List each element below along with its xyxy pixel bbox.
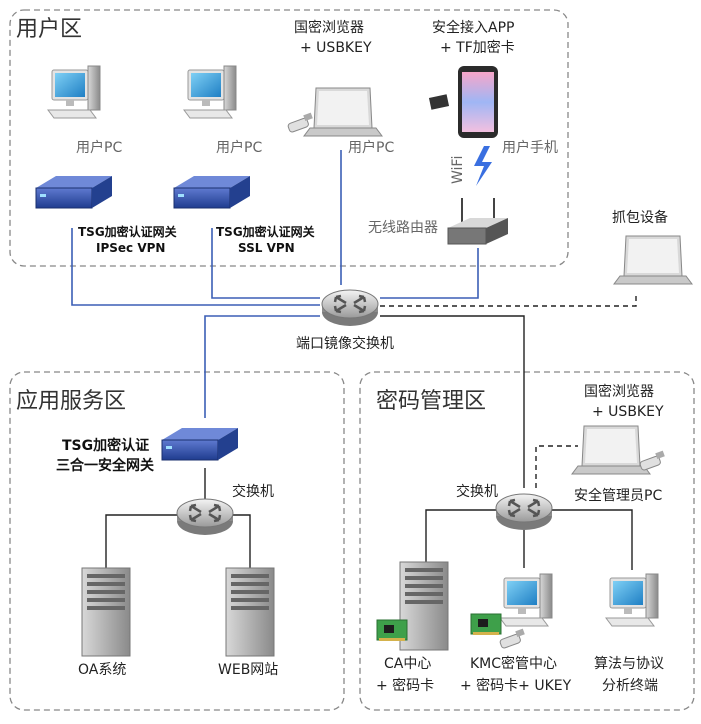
laptop-user-note2: + USBKEY (300, 40, 372, 56)
mirror-switch-label: 端口镜像交换机 (296, 335, 394, 352)
tf-card-icon (428, 94, 450, 110)
kmc-label2: + 密码卡+ UKEY (460, 677, 572, 694)
pc2-label: 用户PC (216, 139, 262, 156)
algo-label2: 分析终端 (602, 678, 658, 694)
algo-label1: 算法与协议 (594, 656, 664, 672)
three-in-one-gateway-icon[interactable] (161, 427, 239, 461)
black-links (105, 315, 633, 570)
gw-ipsec-label2: IPSec VPN (96, 241, 165, 255)
wifi-lightning-icon (474, 146, 492, 186)
sniffer-laptop-icon[interactable] (613, 235, 693, 285)
app-switch-label: 交换机 (232, 483, 274, 500)
ca-label2: + 密码卡 (376, 677, 434, 694)
oa-server-icon[interactable] (81, 567, 131, 657)
web-server-icon[interactable] (225, 567, 275, 657)
gw-ipsec-label1: TSG加密认证网关 (78, 224, 177, 239)
kmc-pc-icon[interactable] (499, 573, 553, 627)
crypto-zone-box (359, 371, 695, 711)
crypto-zone-title: 密码管理区 (376, 389, 486, 414)
web-label: WEB网站 (218, 662, 278, 678)
ca-label1: CA中心 (384, 656, 431, 672)
blue-links (71, 150, 479, 418)
phone-label: 用户手机 (502, 139, 558, 156)
phone-icon[interactable] (458, 66, 498, 138)
gw-ssl-label2: SSL VPN (238, 241, 295, 255)
kmc-label1: KMC密管中心 (470, 655, 557, 672)
admin-usb-key-icon (638, 450, 666, 472)
desktop-pc-icon[interactable] (47, 65, 101, 119)
algo-pc-icon[interactable] (605, 573, 659, 627)
dashed-links (380, 292, 637, 488)
gw-3in1-label2: 三合一安全网关 (56, 457, 154, 474)
mirror-switch-icon[interactable] (320, 288, 380, 328)
gw-3in1-label1: TSG加密认证 (62, 437, 149, 454)
crypto-switch-icon[interactable] (494, 492, 554, 532)
admin-pc-label: 安全管理员PC (574, 487, 662, 504)
ca-crypto-card-icon (376, 619, 408, 642)
admin-laptop-icon[interactable] (571, 425, 651, 475)
admin-note2: + USBKEY (592, 404, 664, 420)
phone-note2: + TF加密卡 (440, 39, 515, 56)
user-zone-title: 用户区 (16, 17, 82, 42)
laptop-icon[interactable] (303, 87, 383, 137)
oa-label: OA系统 (78, 662, 126, 678)
user-zone-box (9, 9, 569, 267)
router-label: 无线路由器 (368, 220, 438, 236)
crypto-switch-label: 交换机 (456, 483, 498, 500)
admin-note1: 国密浏览器 (584, 383, 654, 400)
kmc-crypto-card-icon (470, 613, 502, 636)
app-zone-box (9, 371, 345, 711)
kmc-usb-key-icon (498, 628, 526, 650)
laptop-user-note1: 国密浏览器 (294, 19, 364, 36)
gw-ssl-label1: TSG加密认证网关 (216, 224, 315, 239)
wifi-label: WiFi (450, 156, 466, 184)
desktop-pc-icon[interactable] (183, 65, 237, 119)
app-switch-icon[interactable] (175, 497, 235, 537)
app-zone-title: 应用服务区 (16, 389, 126, 414)
ipsec-gateway-icon[interactable] (35, 175, 113, 209)
wireless-router-icon[interactable] (447, 198, 508, 245)
pc1-label: 用户PC (76, 139, 122, 156)
phone-note1: 安全接入APP (432, 19, 514, 36)
sniffer-label: 抓包设备 (612, 209, 668, 226)
ssl-gateway-icon[interactable] (173, 175, 251, 209)
laptop-user-label: 用户PC (348, 139, 394, 156)
